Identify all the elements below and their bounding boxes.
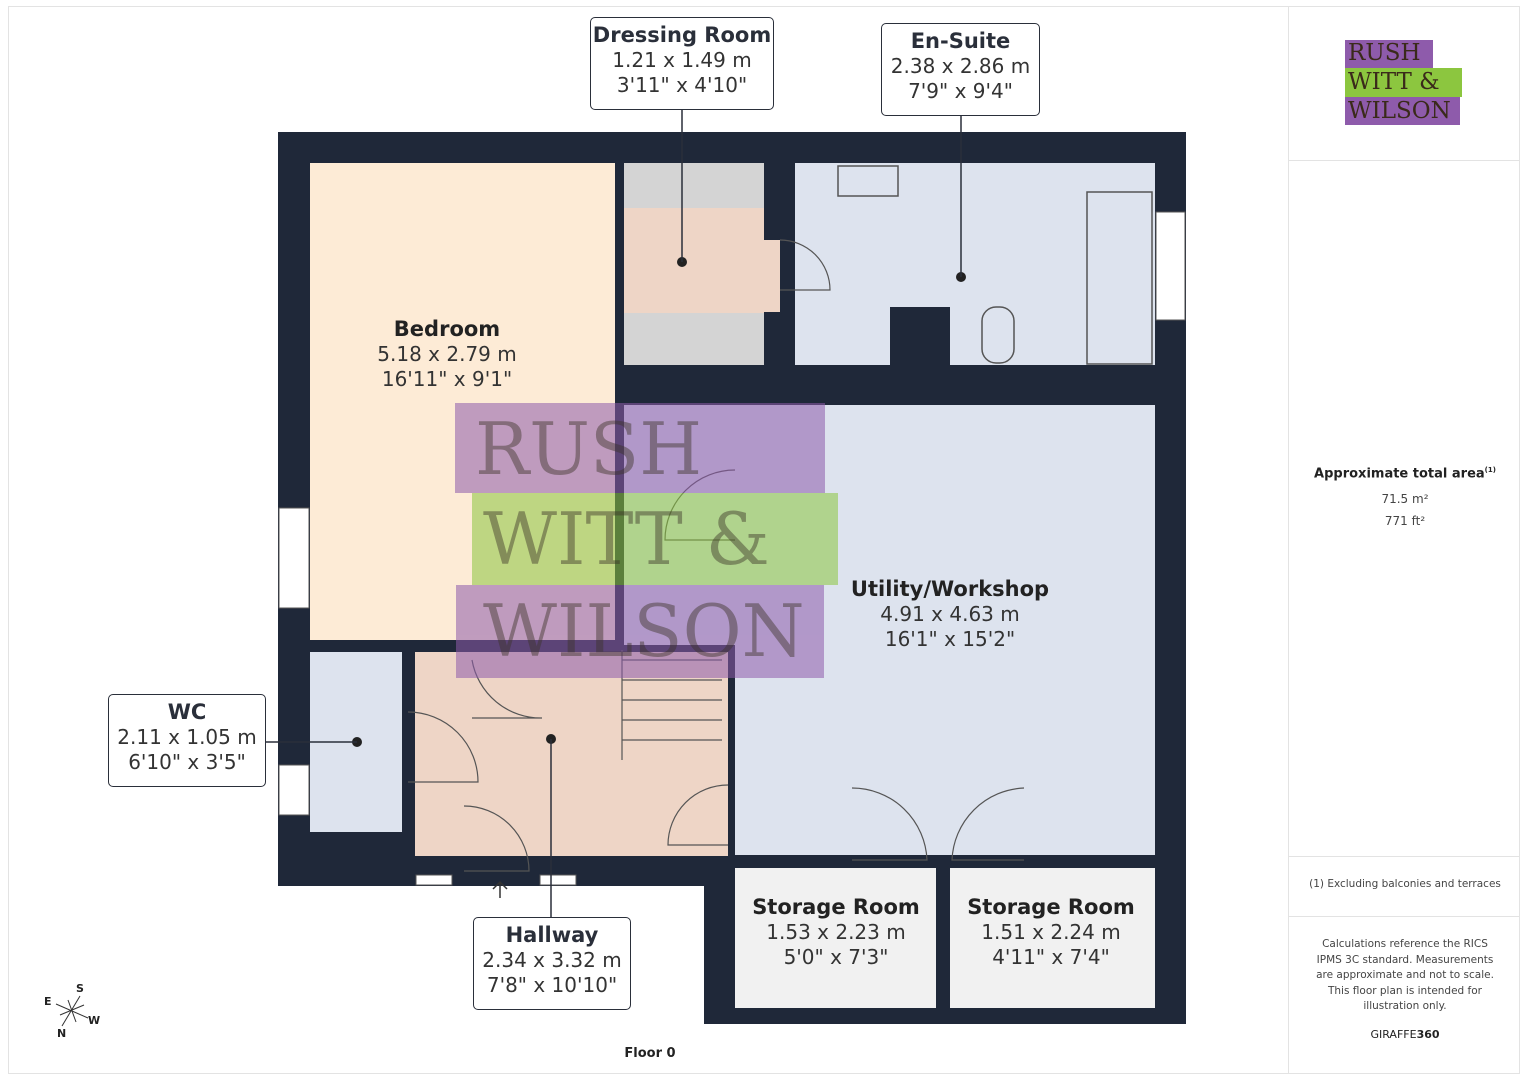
floor-label: Floor 0 [624,1046,676,1061]
disclaimer: Calculations reference the RICS IPMS 3C … [1316,938,1494,1012]
brand-text: GIRAFFE [1370,1028,1417,1041]
room-label-bedroom: Bedroom 5.18 x 2.79 m 16'11" x 9'1" [377,316,516,392]
room-name: Storage Room [967,895,1135,919]
area-title: Approximate total area(1) [1290,466,1520,481]
brand-logo [1345,40,1462,125]
logo-line: WITT & [1348,69,1440,95]
room-metric: 2.34 x 3.32 m [482,948,622,972]
callout-dressing-room: Dressing Room 1.21 x 1.49 m 3'11" x 4'10… [590,17,774,110]
room-name: Storage Room [752,895,920,919]
room-name: Hallway [505,923,599,947]
area-ft2: 771 ft² [1384,514,1426,528]
compass-icon [55,995,89,1027]
storage-room-area [735,868,936,1008]
logo-line: WITT & [483,497,770,581]
callout-en-suite: En-Suite 2.38 x 2.86 m 7'9" x 9'4" [881,23,1040,116]
room-metric: 2.11 x 1.05 m [117,725,257,749]
room-name: Dressing Room [592,23,772,47]
room-imperial: 4'11" x 7'4" [992,945,1110,969]
storage-room-area [950,868,1155,1008]
watermark-logo [455,403,838,678]
callout-leaders [265,110,962,917]
compass-west: W [88,1014,101,1027]
toilet [981,306,1015,364]
entrance-arrow-icon [492,880,508,898]
compass-south: S [76,982,84,995]
logo-line: WILSON [1348,98,1451,124]
callout-wc: WC 2.11 x 1.05 m 6'10" x 3'5" [108,694,266,787]
room-imperial: 16'11" x 9'1" [381,367,513,391]
page-frame [8,6,1520,1074]
area-title-text: Approximate total area [1314,466,1485,482]
giraffe360-brand: GIRAFFE360 [1290,1028,1520,1041]
dressing-floor-extension [764,240,780,312]
room-imperial: 7'8" x 10'10" [486,973,618,997]
room-name: Utility/Workshop [850,577,1050,601]
room-metric: 1.21 x 1.49 m [612,48,752,72]
room-imperial: 3'11" x 4'10" [616,73,748,97]
room-imperial: 7'9" x 9'4" [908,79,1013,103]
area-m2: 71.5 m² [1381,492,1429,506]
panel-divider [1288,856,1520,857]
wardrobe [624,163,764,208]
panel-divider [1288,6,1289,1074]
compass-east: E [44,995,52,1008]
compass-north: N [57,1027,67,1040]
room-metric: 1.53 x 2.23 m [766,920,906,944]
room-imperial: 16'1" x 15'2" [884,627,1016,651]
en-suite-area [795,163,1155,365]
logo-line: WILSON [483,589,805,673]
logo-line: RUSH [1348,40,1421,66]
bathtub [1086,191,1153,365]
room-imperial: 5'0" x 7'3" [783,945,889,969]
sink [837,165,899,197]
panel-divider [1288,916,1520,917]
brand-text-bold: 360 [1416,1028,1440,1041]
area-note-mark: (1) [1484,466,1496,474]
hallway-area [415,652,728,856]
room-label-utility: Utility/Workshop 4.91 x 4.63 m 16'1" x 1… [851,576,1049,652]
room-name: En-Suite [910,29,1011,53]
room-metric: 1.51 x 2.24 m [981,920,1121,944]
logo-line: RUSH [475,407,703,491]
room-metric: 4.91 x 4.63 m [880,602,1020,626]
callout-hallway: Hallway 2.34 x 3.32 m 7'8" x 10'10" [473,917,631,1010]
room-metric: 5.18 x 2.79 m [377,342,517,366]
wardrobe [624,313,764,365]
windows [278,211,1186,886]
room-metric: 2.38 x 2.86 m [890,54,1031,78]
chimney [890,307,950,367]
room-label-storage-1: Storage Room 1.53 x 2.23 m 5'0" x 7'3" [752,894,920,970]
panel-divider [1288,160,1520,161]
room-name: Bedroom [393,317,501,341]
room-imperial: 6'10" x 3'5" [128,750,246,774]
room-name: WC [167,700,207,724]
room-label-storage-2: Storage Room 1.51 x 2.24 m 4'11" x 7'4" [967,894,1135,970]
area-footnote: (1) Excluding balconies and terraces [1309,878,1501,890]
